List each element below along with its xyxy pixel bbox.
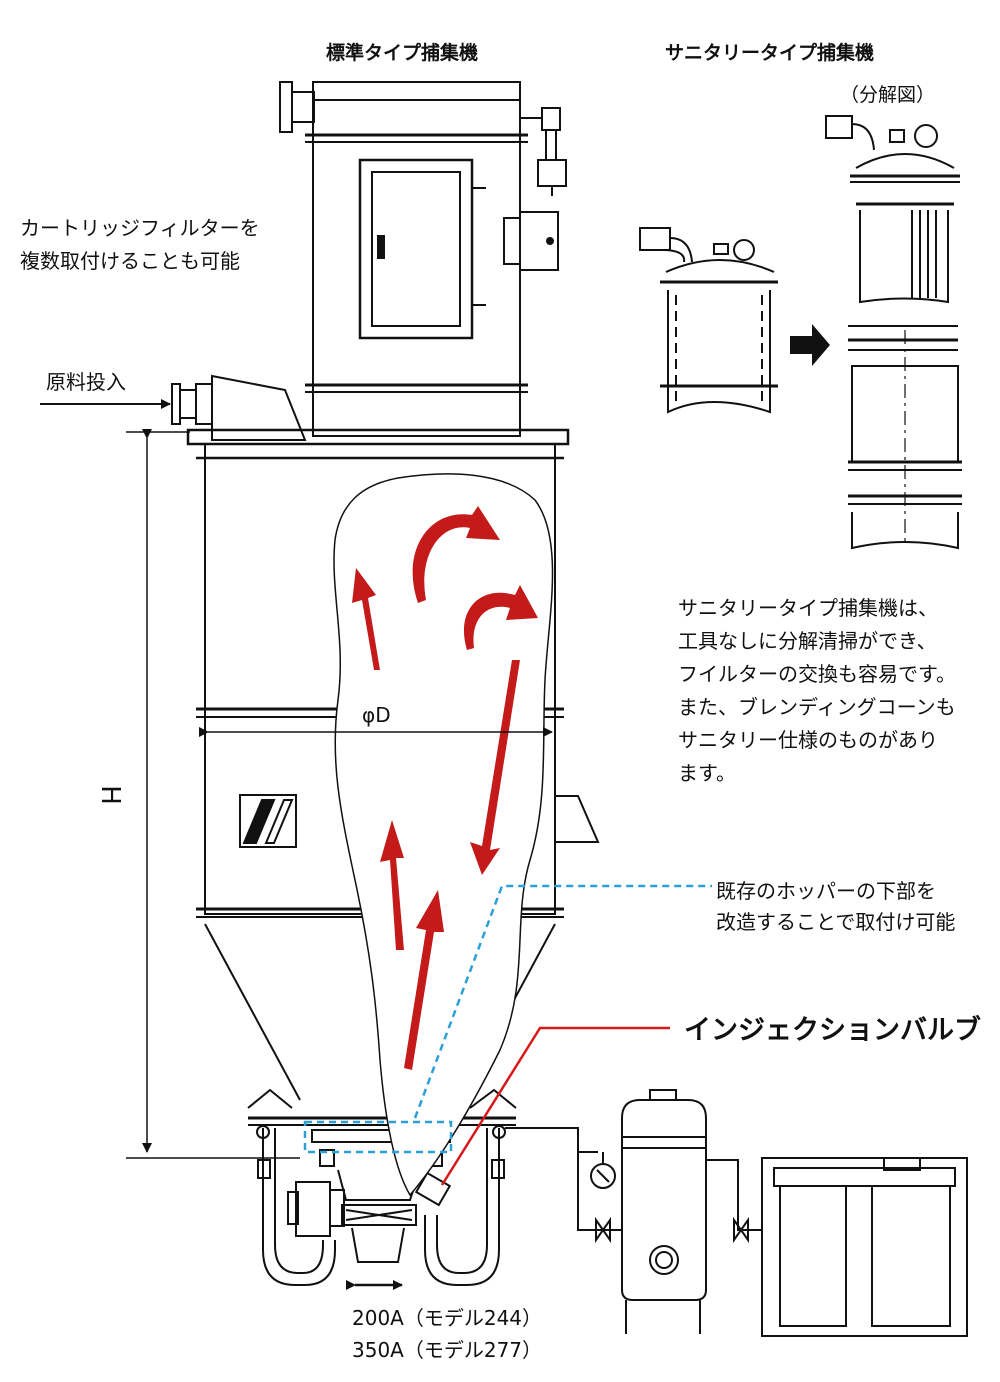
injection-valve-leader — [440, 1026, 670, 1186]
exploded-view-label: （分解図） — [840, 84, 936, 106]
sanitary-collector-exploded — [825, 115, 962, 550]
air-supply-equipment — [505, 1089, 968, 1337]
standard-collector-title: 標準タイプ捕集機 — [326, 42, 479, 64]
raw-material-label: 原料投入 — [46, 370, 126, 394]
height-label: H — [94, 785, 125, 805]
hopper-note: 既存のホッパーの下部を 改造することで取付け可能 — [716, 879, 956, 934]
hopper-leader — [303, 884, 712, 1154]
sanitary-collector-assembled — [639, 227, 778, 414]
outlet-size-1: 200A（モデル244） — [352, 1306, 543, 1330]
exploded-view-arrow — [790, 324, 830, 366]
airflow-arrows — [352, 506, 538, 1070]
cartridge-note: カートリッジフィルターを 複数取付けることも可能 — [20, 216, 260, 273]
airflow-cloud — [333, 473, 554, 1197]
height-dimension — [126, 429, 300, 1159]
outlet-size-2: 350A（モデル277） — [352, 1338, 543, 1362]
sanitary-description: サニタリータイプ捕集機は、 工具なしに分解清掃ができ、 フイルターの交換も容易で… — [678, 596, 956, 785]
injection-valve-label: インジェクションバルブ — [684, 1015, 981, 1046]
standard-collector — [171, 81, 570, 446]
diameter-label: φD — [362, 703, 391, 727]
sanitary-collector-title: サニタリータイプ捕集機 — [665, 42, 875, 64]
